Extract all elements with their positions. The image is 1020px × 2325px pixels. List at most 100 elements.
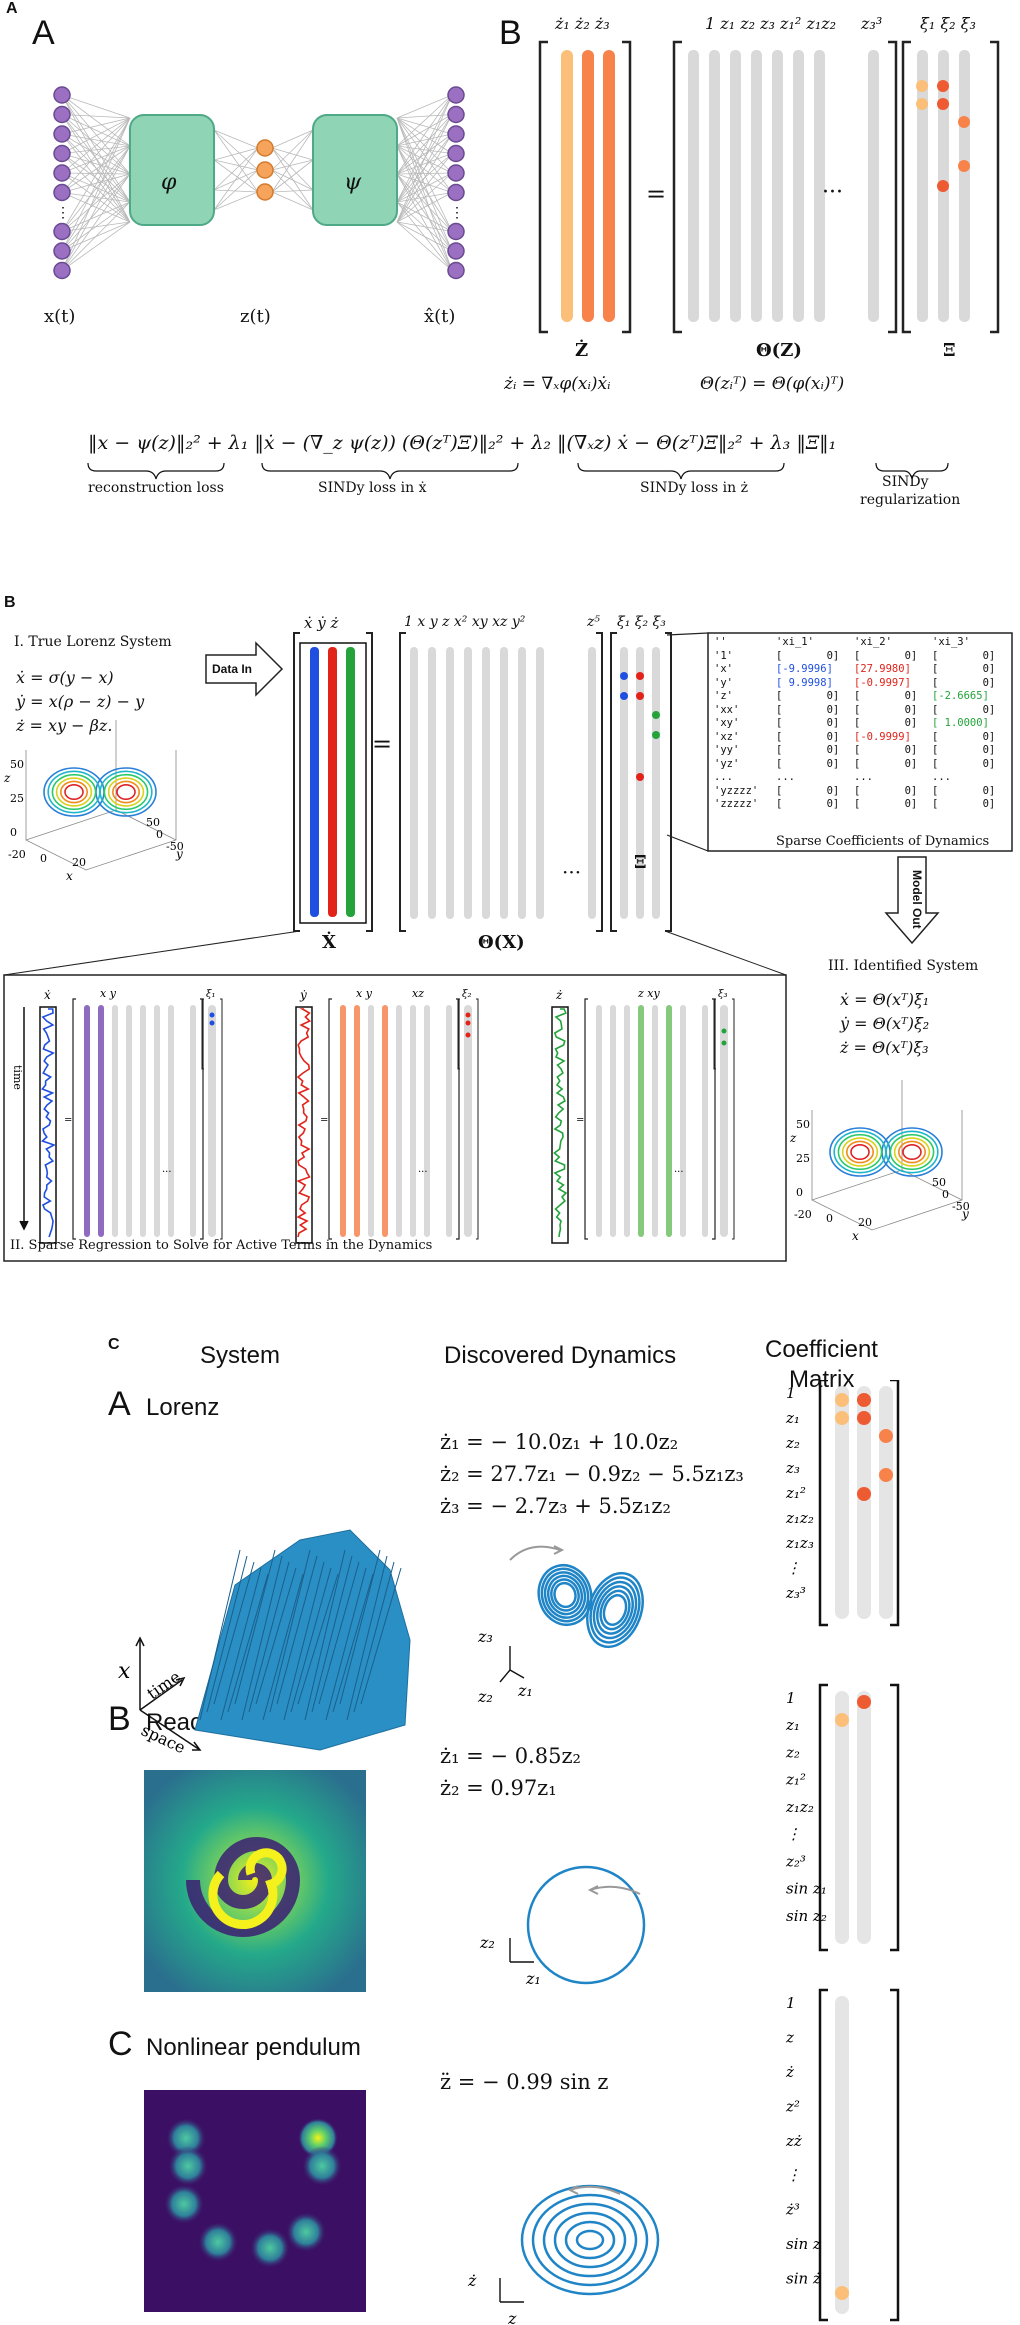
output-node <box>447 183 465 202</box>
true-lorenz-plot-tick-z: 25 <box>10 792 24 805</box>
regression-target-box <box>295 1006 313 1244</box>
coef-term-label: z₁² <box>785 1771 806 1789</box>
input-ellipsis: ⋮ <box>56 205 70 221</box>
regression-library-column <box>168 1005 174 1237</box>
regression-xi-bracket <box>476 998 479 1240</box>
regression-xi-dot <box>209 1020 215 1026</box>
surface-ridge <box>199 1549 241 1721</box>
coef-table-row: 'xy'[ 0][ 0][ 1.0000] <box>714 717 1010 731</box>
input-node <box>53 183 71 202</box>
row-b-eq-2: ż₂ = 0.97z₁ <box>440 1776 557 1800</box>
identified-lorenz-plot-loop <box>902 1143 922 1160</box>
theta-b-matrix-name: Θ(X) <box>478 932 525 953</box>
true-system-title: I. True Lorenz System <box>14 634 172 650</box>
regression-library-column <box>368 1005 374 1237</box>
attractor-loop <box>543 1571 587 1619</box>
coef-table-cell: [ 0] <box>854 757 918 770</box>
xi-b-dot <box>636 692 644 700</box>
input-node <box>53 242 71 260</box>
loss-underbraces <box>87 462 949 480</box>
surface-ridge <box>276 1555 318 1705</box>
coef-table-cell: ... <box>714 771 733 783</box>
true-lorenz-plot-loop <box>112 780 141 804</box>
attractor-loop <box>586 1571 644 1649</box>
coef-table-cell: [-0.9999] <box>854 730 911 743</box>
identified-lorenz-plot-tick-z: 25 <box>796 1152 810 1165</box>
xi-coefficient-dot <box>916 98 928 110</box>
coef-table-cell: 'y' <box>714 676 733 689</box>
coef-matrix-bracket <box>818 1380 828 1627</box>
xi-coefficient-dot <box>937 80 949 92</box>
panel-a-sub-label: A <box>32 14 55 52</box>
output-node <box>447 144 465 163</box>
panel-a-b-label: B <box>499 14 522 52</box>
coef-table-cell: [ 1.0000] <box>932 717 989 729</box>
data-in-label: Data In <box>212 662 253 676</box>
latent-node <box>256 161 274 179</box>
coef-matrix-dot <box>857 1487 871 1501</box>
xdot-column <box>328 647 337 917</box>
pendulum-orbit <box>542 2202 638 2278</box>
identified-lorenz-plot-loop <box>845 1140 874 1164</box>
identified-lorenz-plot-loop <box>885 1130 939 1174</box>
panel-c-corner-label: C <box>108 1336 120 1353</box>
coef-table-cell: [ 0] <box>776 757 840 770</box>
surface-ridge <box>290 1567 332 1713</box>
theta-matrix-name: Θ(Z) <box>756 340 802 361</box>
regression-library-column <box>126 1005 132 1237</box>
regression-library-column <box>680 1005 686 1237</box>
b-equals-sign: = <box>372 730 393 758</box>
regression-library-column <box>190 1005 196 1237</box>
surface-ridge <box>248 1561 290 1713</box>
attractor-loop <box>599 1589 631 1631</box>
regression-xi-column <box>464 1005 472 1237</box>
coef-table-cell: [ 0] <box>932 798 996 810</box>
coef-table-cell: [-9.9996] <box>776 663 833 675</box>
true-lorenz-plot-loop <box>99 770 153 814</box>
coef-table-cell: [ 0] <box>776 784 840 797</box>
attractor-loop <box>592 1580 638 1640</box>
input-node <box>53 261 71 280</box>
model-out-label: Model Out <box>910 870 924 929</box>
zdot-formula: żᵢ = ∇ₓφ(xᵢ)ẋᵢ <box>504 374 611 394</box>
identified-lorenz-plot-loop <box>889 1133 935 1171</box>
regression-library-column <box>354 1005 360 1237</box>
pendulum-blob <box>168 2146 208 2186</box>
xi-coefficient-dot <box>916 80 928 92</box>
output-ellipsis: ⋮ <box>450 205 464 221</box>
regression-library-column <box>596 1005 602 1237</box>
sindy-reg-label-2: regularization <box>860 492 961 508</box>
coef-table-cell: ... <box>776 771 795 783</box>
identified-lorenz-plot-axis-z: z <box>789 1131 797 1145</box>
coef-term-label: z₃ <box>785 1459 800 1477</box>
surface-ridge <box>255 1567 297 1705</box>
true-lorenz-plot-tick-x: 0 <box>40 852 47 865</box>
xi-coefficient-dot <box>958 116 970 128</box>
input-node <box>53 86 71 104</box>
coef-term-label: ż <box>785 2063 794 2081</box>
theta-formula: Θ(zᵢᵀ) = Θ(φ(xᵢ)ᵀ) <box>700 374 845 394</box>
regression-xi-label: ξ₂ <box>462 989 472 1000</box>
row-c-letter: C <box>108 2025 133 2063</box>
coef-term-label: z₁z₂ <box>785 1509 814 1527</box>
true-lorenz-plot-tick-y: 0 <box>156 828 163 841</box>
pendulum-orbit <box>531 2193 649 2287</box>
coef-table-cell: 'z' <box>714 690 733 702</box>
sindy-loss-z-label: SINDy loss in ż <box>640 480 749 496</box>
coef-table-row: 'yy'[ 0][ 0][ 0] <box>714 744 1010 758</box>
regression-library-column <box>624 1005 630 1237</box>
theta-b-column <box>464 647 472 919</box>
coefficient-table: '''xi_1''xi_2''xi_3''1'[ 0][ 0][ 0]'x'[-… <box>714 636 1010 812</box>
coef-table-cell: 'xz' <box>714 730 740 743</box>
discovered-dynamics-figure: x time space z₃ z₂ z₁ z₂ z₁ ż z 1z₁z₂z₃z… <box>118 1380 900 2325</box>
true-lorenz-plot-loop <box>116 783 136 800</box>
zdot-column <box>582 50 594 322</box>
coef-table-cell: [ 0] <box>854 784 918 797</box>
regression-xi-dot <box>465 1012 471 1018</box>
coef-table-cell: [ 0] <box>932 744 996 756</box>
coef-table-cell: ... <box>932 771 951 783</box>
xi-b-column <box>620 647 628 919</box>
row-b-eq-1: ż₁ = − 0.85z₂ <box>440 1744 581 1768</box>
pendulum-blob <box>286 2212 326 2252</box>
coef-table-cell: 'x' <box>714 663 733 675</box>
